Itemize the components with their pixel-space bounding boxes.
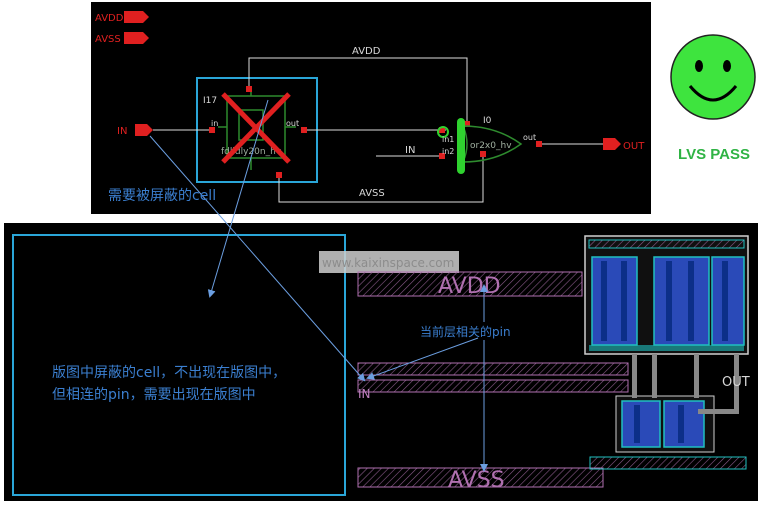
masked-cell-name: fdlldly20n_hv xyxy=(221,147,282,157)
out-layout-label: OUT xyxy=(722,375,750,390)
avdd-rail xyxy=(357,271,583,297)
or-instance: I0 xyxy=(483,116,492,126)
masked-cell-instance: I17 xyxy=(203,96,217,106)
in-layout-label: IN xyxy=(358,387,371,401)
in-net-label: IN xyxy=(405,145,415,156)
schematic-panel: AVDD AVSS I17 fdlldly20n_hv in out AVDD … xyxy=(91,2,651,214)
in-pin-icon xyxy=(135,124,153,136)
masked-cell-layout-box[interactable] xyxy=(12,234,346,496)
out-pin-label: OUT xyxy=(623,141,645,152)
layout-note-line1: 版图中屏蔽的cell，不出现在版图中， xyxy=(52,365,287,381)
or-pin-out: out xyxy=(523,133,536,142)
avss-pin-legend: AVSS xyxy=(95,34,121,45)
avdd-net-label: AVDD xyxy=(352,46,381,57)
masked-cell-pin-in: in xyxy=(211,119,218,128)
avdd-layout-label: AVDD xyxy=(438,274,501,299)
in-pin-label: IN xyxy=(117,126,127,137)
avdd-pin-icon xyxy=(124,11,149,23)
avdd-pin-legend: AVDD xyxy=(95,13,124,24)
or-gate[interactable] xyxy=(437,118,523,174)
lower-device-block[interactable] xyxy=(589,395,747,470)
layout-panel: www.kaixinspace.com AVDD IN AVSS OUT xyxy=(4,223,758,501)
out-pin-icon xyxy=(603,138,621,150)
or-pin-in2: in2 xyxy=(442,147,454,156)
in-rail xyxy=(357,362,629,376)
watermark-text: www.kaixinspace.com xyxy=(322,256,454,270)
avss-net-label: AVSS xyxy=(359,188,385,199)
related-pins-annotation: 当前层相关的pin xyxy=(420,325,511,339)
avss-layout-label: AVSS xyxy=(448,468,505,493)
layout-note-line2: 但相连的pin，需要出现在版图中 xyxy=(52,387,256,403)
or-cell-name: or2x0_hv xyxy=(470,141,512,151)
lvs-status-label: LVS PASS xyxy=(678,146,750,163)
avss-pin-icon xyxy=(124,32,149,44)
masked-cell-pin-out: out xyxy=(286,119,299,128)
upper-device-block[interactable] xyxy=(584,235,749,355)
smiley-face-icon xyxy=(670,34,756,120)
or-pin-in1: in1 xyxy=(442,135,454,144)
masked-cell-annotation: 需要被屏蔽的cell xyxy=(108,188,217,204)
